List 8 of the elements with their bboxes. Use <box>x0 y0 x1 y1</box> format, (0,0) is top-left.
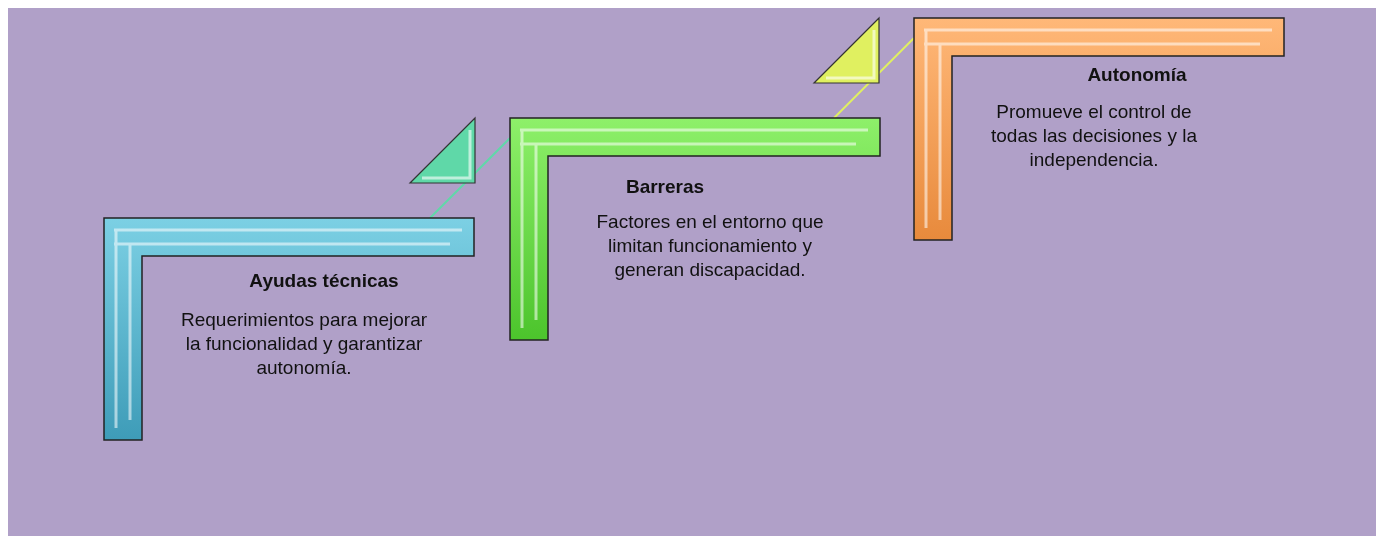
step-arrow <box>812 16 915 119</box>
step-arrow <box>408 116 511 219</box>
step-heading: Autonomía <box>1086 64 1188 86</box>
step-description: Requerimientos para mejorar la funcionalidad y garantizar autonomía. <box>179 308 429 380</box>
step-description: Promueve el control de todas las decisiones y la independencia. <box>990 100 1198 172</box>
step-heading: Ayudas técnicas <box>248 270 400 292</box>
step-description: Factores en el entorno que limitan funcionamiento y generan discapacidad. <box>595 210 825 282</box>
step-heading: Barreras <box>624 176 706 198</box>
